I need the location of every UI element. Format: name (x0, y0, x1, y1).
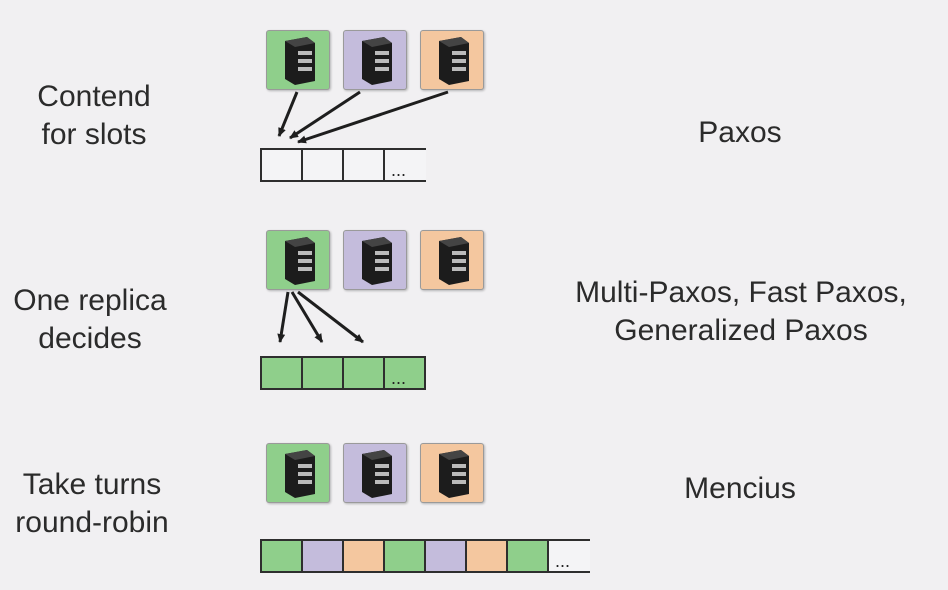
server-orange-row3 (420, 443, 484, 503)
log-ellipsis: ... (383, 356, 426, 390)
row3-algorithm: Mencius (560, 470, 920, 508)
server-purple-row2 (343, 230, 407, 290)
row2-algorithm: Multi-Paxos, Fast Paxos, Generalized Pax… (548, 274, 934, 350)
row2-label: One replica decides (2, 282, 178, 358)
log-slot (383, 539, 426, 573)
arrow-green-to-slot2-row2 (290, 291, 324, 343)
log-slot (260, 356, 303, 390)
arrow-green-to-slot1 (277, 91, 299, 137)
row1-label-line2: for slots (41, 118, 147, 151)
log-slot (465, 539, 508, 573)
row1-label: Contend for slots (14, 78, 174, 154)
row3-label-line2: round-robin (15, 506, 169, 539)
row2-label-line1: One replica (13, 284, 167, 317)
server-purple-row3 (343, 443, 407, 503)
server-icon (285, 450, 315, 498)
row3-algorithm-line1: Mencius (684, 472, 796, 505)
row1-label-line1: Contend (37, 80, 151, 113)
server-icon (362, 237, 392, 285)
server-icon (439, 450, 469, 498)
server-purple-row1 (343, 30, 407, 90)
server-icon (439, 237, 469, 285)
server-icon (285, 237, 315, 285)
arrow-green-to-slot1-row2 (277, 291, 290, 343)
server-green-row3 (266, 443, 330, 503)
row2-label-line2: decides (38, 322, 142, 355)
arrow-purple-to-slot1 (289, 90, 361, 140)
log-slot (260, 148, 303, 182)
log-slot (301, 539, 344, 573)
row3-label-line1: Take turns (22, 468, 162, 501)
row1-algorithm: Paxos (560, 114, 920, 152)
log-row2: ... (260, 356, 426, 390)
server-icon (285, 37, 315, 85)
server-orange-row1 (420, 30, 484, 90)
arrow-orange-to-slot1 (297, 90, 449, 144)
server-icon (362, 37, 392, 85)
server-green-row1 (266, 30, 330, 90)
log-ellipsis: ... (383, 148, 426, 182)
log-slot (301, 356, 344, 390)
log-slot (424, 539, 467, 573)
row2-algorithm-line1: Multi-Paxos, Fast Paxos, (575, 276, 907, 309)
arrow-green-to-slot3-row2 (297, 290, 364, 344)
log-slot (342, 539, 385, 573)
server-icon (362, 450, 392, 498)
server-green-row2 (266, 230, 330, 290)
log-slot (342, 356, 385, 390)
server-icon (439, 37, 469, 85)
server-orange-row2 (420, 230, 484, 290)
log-ellipsis: ... (547, 539, 590, 573)
row3-label: Take turns round-robin (4, 466, 180, 542)
row2-algorithm-line2: Generalized Paxos (614, 314, 868, 347)
log-row3: ... (260, 539, 590, 573)
row1-algorithm-line1: Paxos (698, 116, 782, 149)
log-row1: ... (260, 148, 426, 182)
